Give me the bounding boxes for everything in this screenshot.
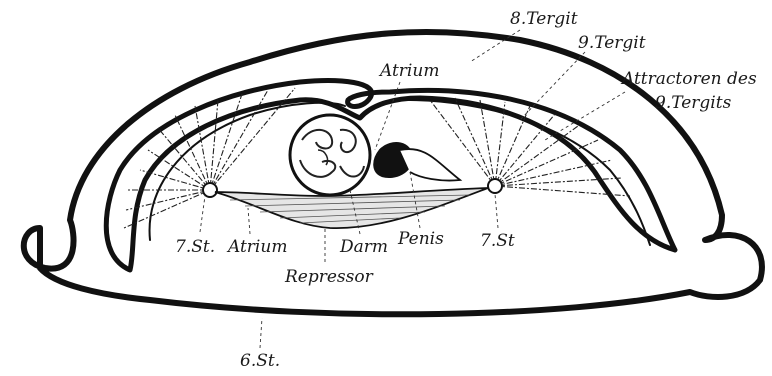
label-atrium-top: Atrium (378, 61, 439, 81)
label-8-tergit: 8.Tergit (510, 9, 578, 29)
label-darm: Darm (339, 237, 388, 257)
label-attractoren-line2: 9.Tergits (655, 93, 732, 113)
label-7-st-left: 7.St. (175, 237, 215, 257)
label-7-st-right: 7.St (480, 231, 515, 251)
label-penis: Penis (397, 229, 444, 249)
label-6-st: 6.St. (240, 351, 280, 371)
label-repressor: Repressor (284, 267, 374, 287)
label-9-tergit: 9.Tergit (578, 33, 646, 53)
label-atrium-bottom: Atrium (226, 237, 287, 257)
penis-organ (374, 143, 460, 180)
repressor-muscle-band (215, 188, 488, 228)
darm-intestine (290, 115, 370, 195)
label-attractoren-line1: Attractoren des (620, 69, 757, 89)
